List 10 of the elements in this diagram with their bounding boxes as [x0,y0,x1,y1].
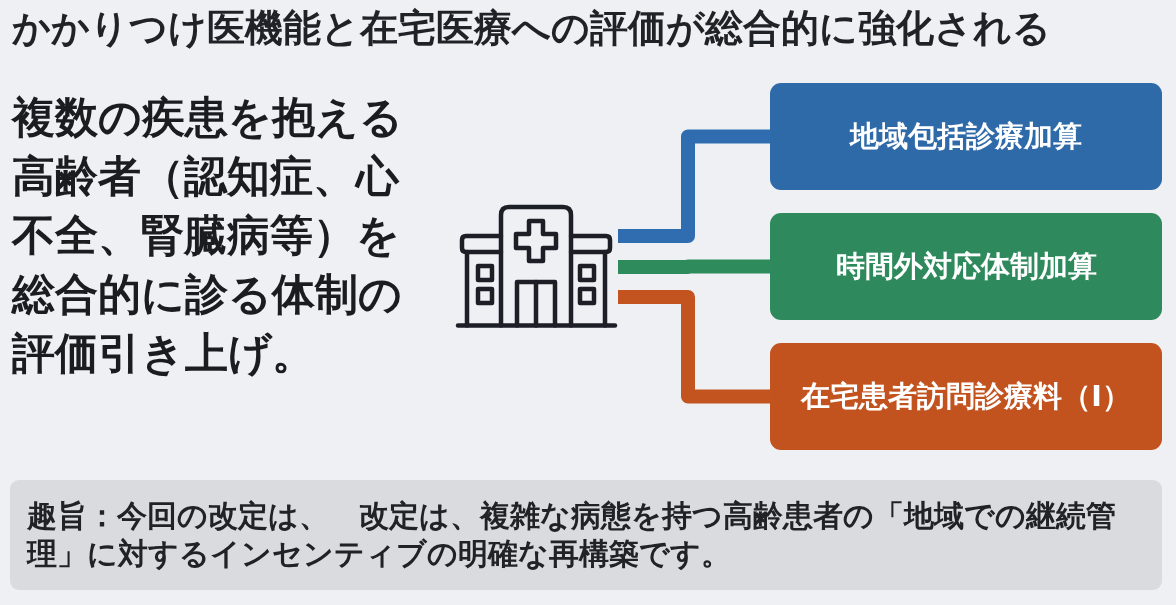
hospital-icon [455,203,618,329]
summary-box: 趣旨：今回の改定は、 改定は、複雑な病態を持つ高齢患者の「地域での継続管理」に対するインセンティブの明確な再構築です。 [10,480,1162,590]
body-text: 複数の疾患を抱える高齢者（認知症、心不全、腎臓病等）を総合的に診る体制の評価引き上げ。 [12,91,404,380]
title: かかりつけ医機能と在宅医療への評価が総合的に強化される [12,5,1051,51]
connector-line [618,129,770,243]
category-box: 時間外対応体制加算 [770,213,1162,320]
category-box: 地域包括診療加算 [770,83,1162,190]
category-box: 在宅患者訪問診療料（Ⅰ） [770,343,1162,450]
connector-line [618,259,770,274]
connector-line [618,290,770,404]
